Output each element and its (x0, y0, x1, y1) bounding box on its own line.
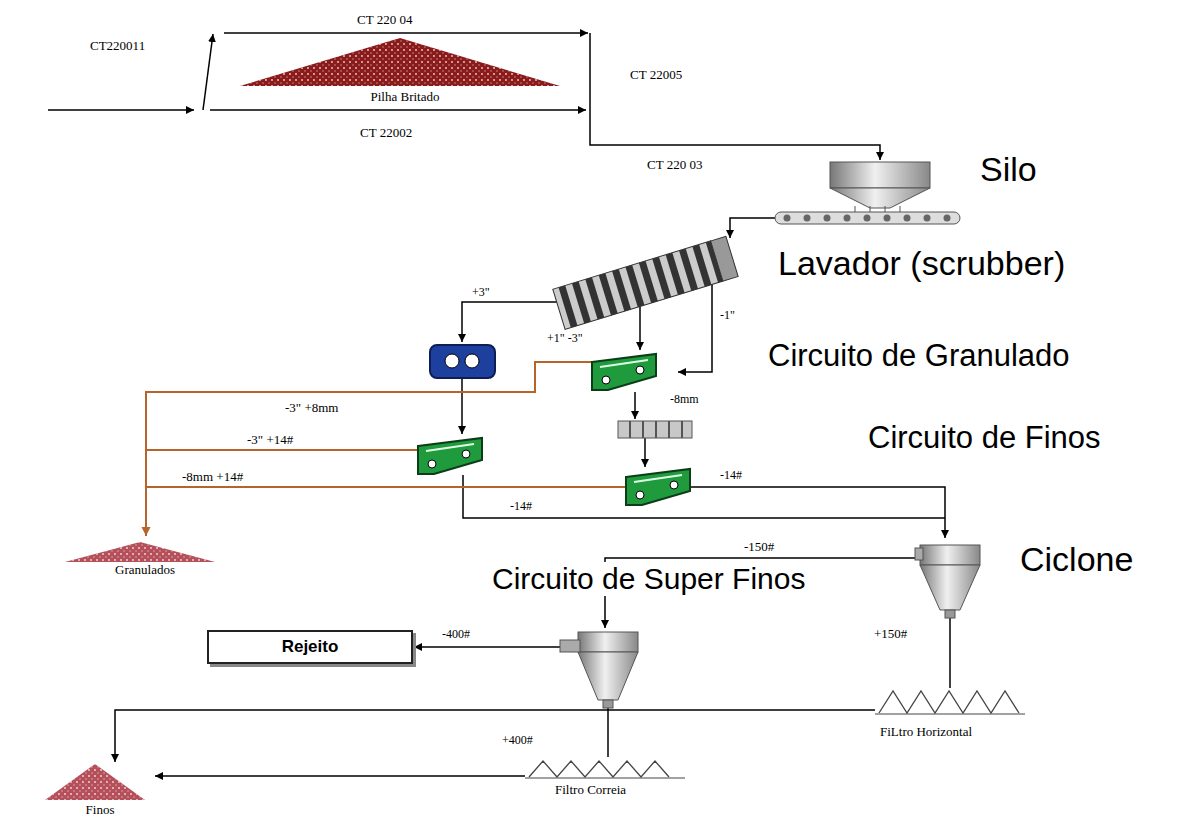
silo: Silo (775, 150, 1041, 230)
node-text: Lavador (scrubber) (778, 244, 1065, 283)
stream-label: -400# (440, 627, 472, 642)
flow-line (730, 218, 775, 238)
node-text: Ciclone (1020, 540, 1133, 579)
stream-label: CT 220 03 (645, 157, 704, 173)
flow-line (155, 775, 525, 777)
stream-label: -8mm (668, 392, 701, 407)
circuit-title: Circuito de Finos (866, 420, 1103, 456)
node-text: Pilha Britado (240, 89, 570, 105)
stream-label: +400# (500, 733, 535, 748)
node-text: Silo (980, 150, 1037, 189)
node-text: FiLtro Horizontal (880, 724, 972, 740)
stream-label: -14# (718, 468, 744, 483)
stream-label: CT 22005 (628, 67, 684, 83)
stream-label: +3" (470, 285, 492, 300)
node-text: Finos (45, 802, 155, 818)
scrubber: Lavador (scrubber) (555, 238, 1135, 323)
stream-label: -3" +14# (245, 432, 295, 448)
reject-box: Rejeito (207, 630, 413, 664)
stream-label: -150# (742, 539, 776, 555)
circuit-title: Circuito de Granulado (766, 338, 1072, 374)
node-text: Filtro Correia (555, 782, 626, 798)
stream-label: CT220011 (88, 38, 147, 54)
stream-label: +1" -3" (545, 331, 585, 346)
stream-label: +150# (872, 626, 909, 642)
product-pile: Finos (45, 762, 155, 820)
horizontal-filter: FiLtro Horizontal (875, 688, 1035, 748)
node-text: Granulados (65, 562, 225, 578)
stream-label: CT 220 04 (355, 12, 414, 28)
circuit-title: Circuito de Super Finos (490, 562, 807, 596)
flow-line (949, 618, 951, 688)
belt-filter: Filtro Correia (525, 758, 695, 803)
stream-label: -14# (508, 499, 534, 514)
stream-label: CT 22002 (358, 125, 414, 141)
stream-label: -1" (718, 308, 737, 323)
cyclone: Ciclone (915, 540, 1165, 620)
flow-line (115, 710, 875, 762)
stream-label: -8mm +14# (180, 469, 245, 485)
stream-label: -3" +8mm (283, 400, 340, 416)
stockpile: Pilha Britado (240, 36, 570, 108)
product-pile: Granulados (65, 540, 225, 580)
node-text: Rejeito (209, 637, 411, 657)
